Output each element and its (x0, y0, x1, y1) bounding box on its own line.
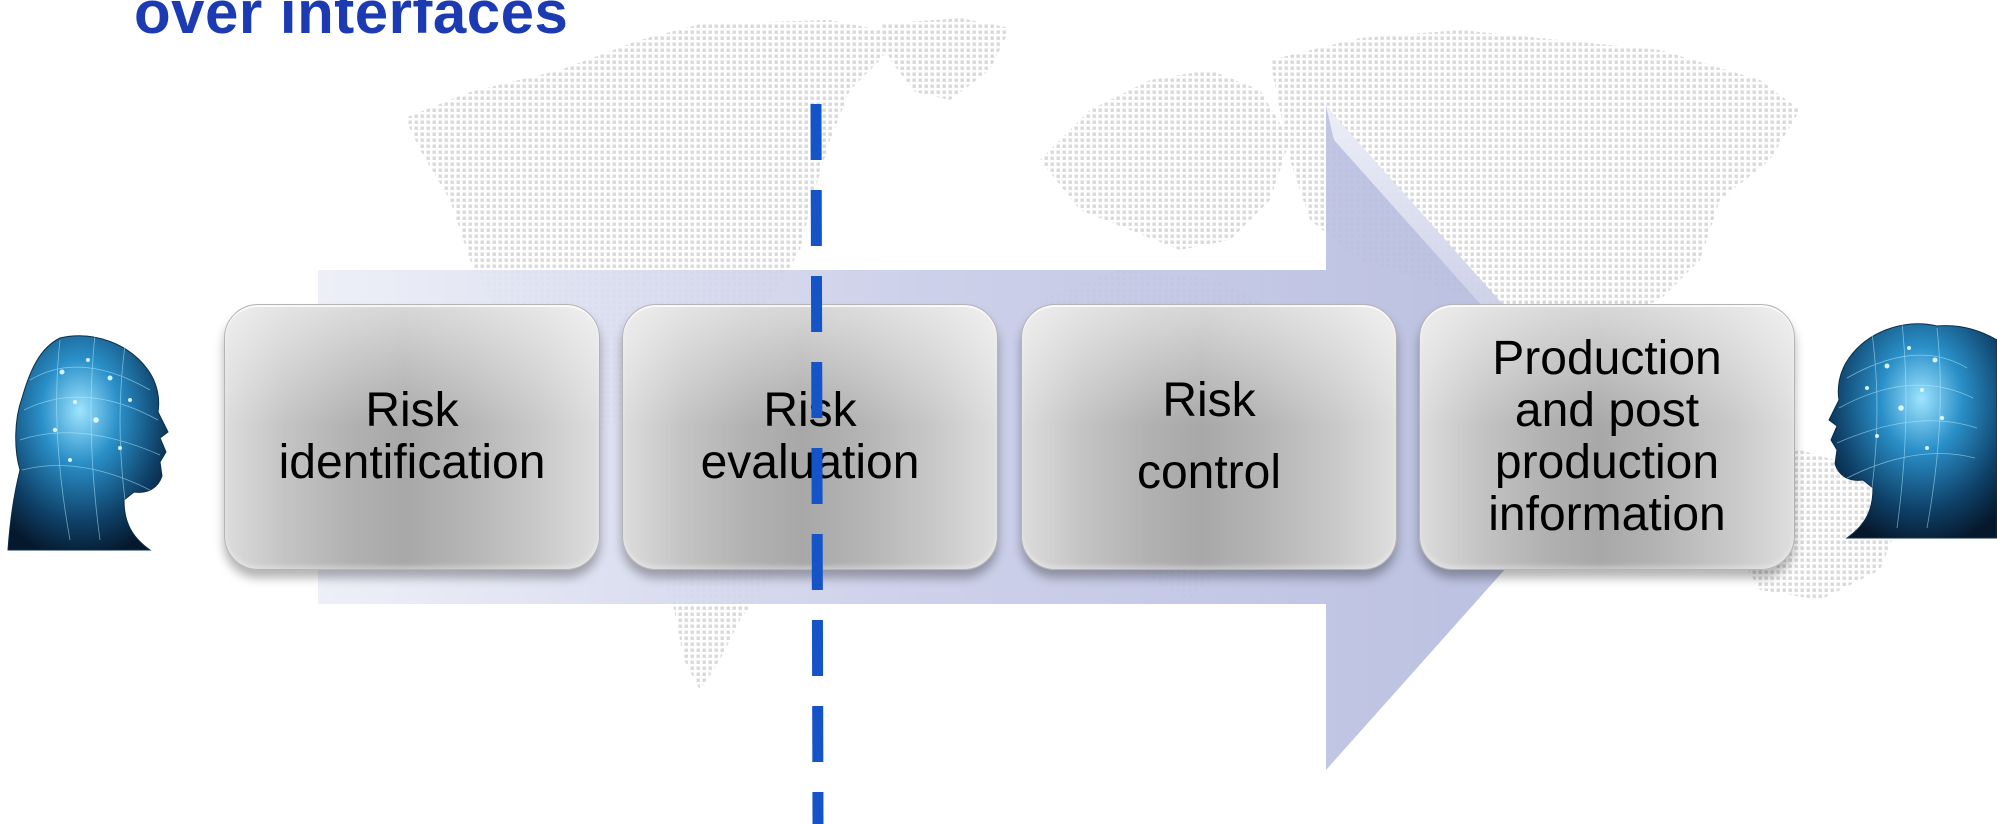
step-risk-evaluation: Risk evaluation (622, 304, 998, 570)
step-label: Risk identification (278, 384, 546, 489)
step-label: Production and post production informati… (1488, 332, 1726, 541)
left-head (7, 334, 169, 551)
map-greenland (880, 18, 1010, 100)
right-head (1828, 322, 1997, 539)
step-production-information: Production and post production informati… (1419, 304, 1795, 570)
map-europe (1040, 70, 1290, 250)
slide-title: over interfaces (134, 0, 569, 46)
dashed-divider-line (810, 103, 824, 824)
step-risk-control: Risk control (1021, 304, 1397, 570)
step-label: Risk evaluation (700, 384, 920, 489)
step-label: Risk control (1136, 374, 1282, 499)
step-risk-identification: Risk identification (224, 304, 600, 570)
